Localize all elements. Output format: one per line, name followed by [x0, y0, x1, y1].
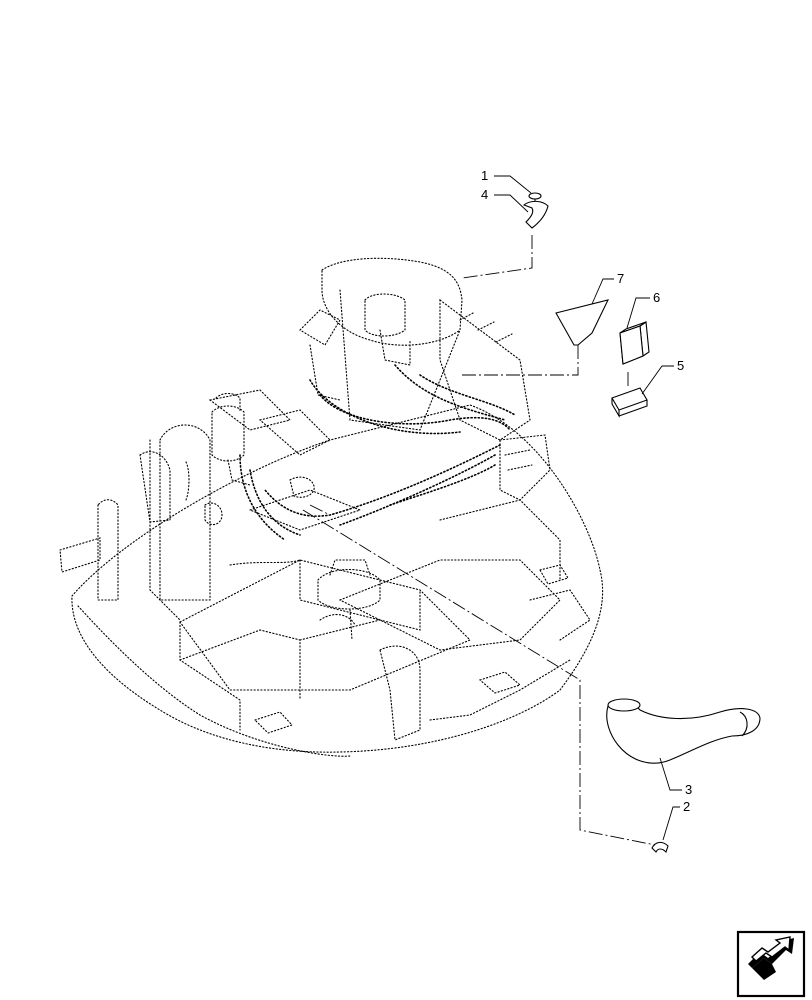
turntable-frame — [59, 389, 604, 757]
callout-5: 5 — [677, 358, 684, 373]
callout-4: 4 — [481, 187, 488, 202]
assembly-centerlines — [302, 235, 656, 846]
view-orientation-arrow-icon[interactable] — [736, 930, 806, 998]
part-funnel — [555, 299, 610, 346]
part-pad-5 — [611, 387, 648, 419]
callout-6: 6 — [653, 290, 660, 305]
callout-1: 1 — [481, 168, 488, 183]
callout-labels: 1 4 7 6 5 3 2 — [481, 168, 692, 814]
hydraulic-filter — [211, 392, 251, 486]
part-block-6 — [619, 321, 650, 365]
callout-2: 2 — [683, 799, 690, 814]
part-clip-2 — [651, 841, 669, 854]
swivel-joint — [317, 559, 381, 641]
part-hose-3 — [606, 698, 761, 764]
control-valve-assembly — [239, 257, 551, 541]
part-bolt-and-clamp — [522, 192, 549, 229]
callout-3: 3 — [685, 782, 692, 797]
leader-lines — [494, 175, 682, 841]
callout-7: 7 — [617, 271, 624, 286]
